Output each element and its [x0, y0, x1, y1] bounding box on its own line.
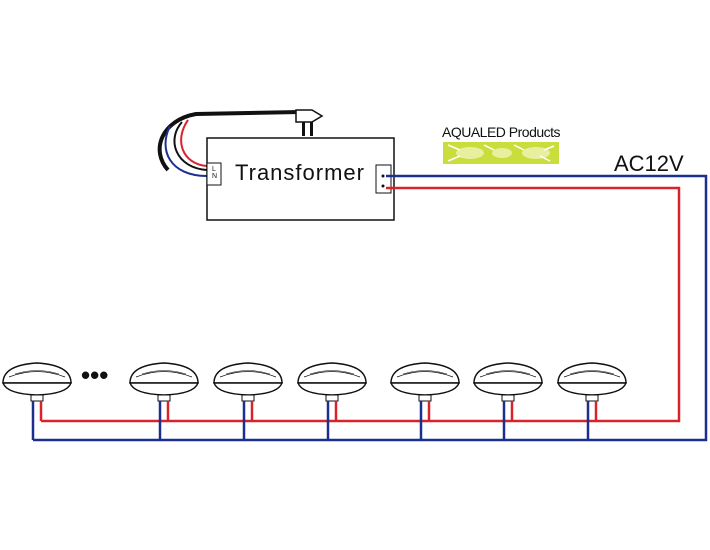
svg-text:N: N	[212, 173, 217, 180]
mains-plug-icon	[295, 109, 324, 136]
neutral-wire	[33, 174, 708, 442]
voltage-label: AC12V	[614, 151, 684, 176]
svg-text:L: L	[212, 166, 216, 173]
mains-cable	[157, 110, 301, 177]
par56-lamp-icon	[212, 362, 284, 402]
aqualed-sun-logo: AQUALED Products	[442, 124, 561, 164]
live-wire	[41, 186, 681, 423]
par56-lamp-icon	[296, 362, 368, 402]
par56-lamp-icon	[1, 362, 73, 402]
transformer-box: L N Transformer	[206, 137, 395, 221]
par56-lamp-icon	[556, 362, 628, 402]
brand-label: AQUALED Products	[442, 124, 561, 140]
par56-lamp-icon	[128, 362, 200, 402]
lamp-group	[1, 362, 628, 440]
more-lamps-ellipsis: •••	[81, 360, 108, 390]
par56-lamp-icon	[472, 362, 544, 402]
par56-lamp-icon	[389, 362, 461, 402]
transformer-label: Transformer	[235, 160, 365, 185]
